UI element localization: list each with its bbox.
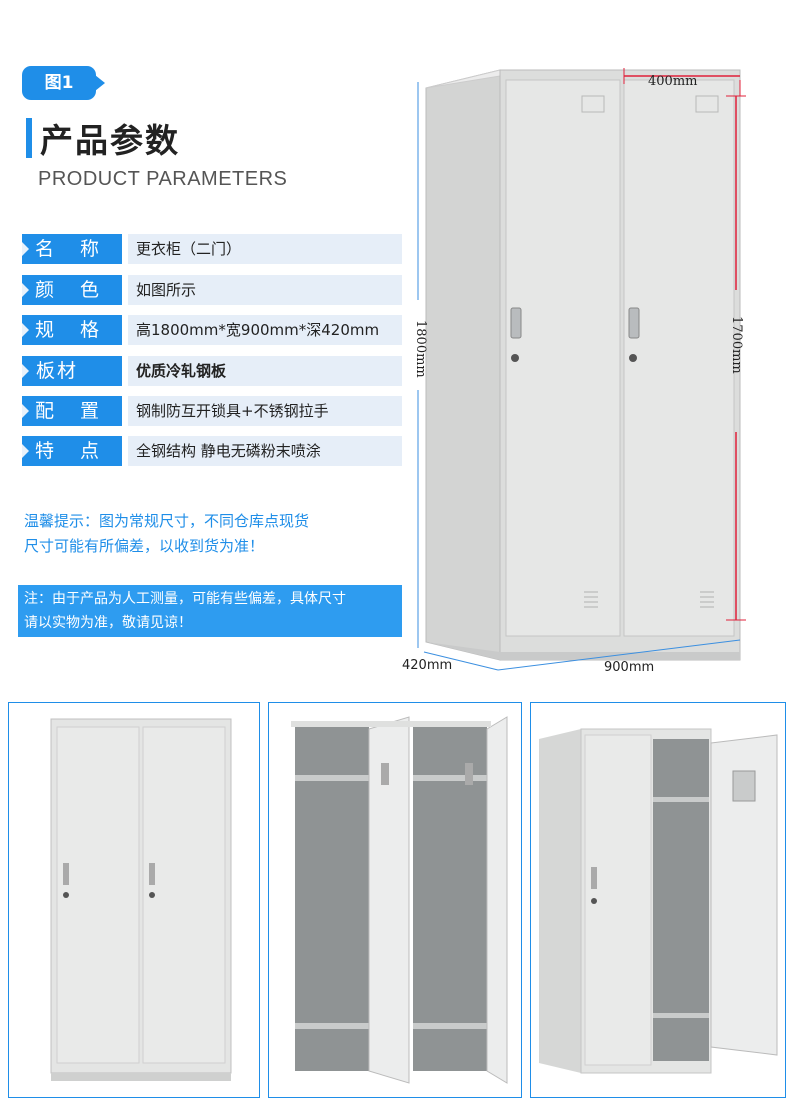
cabinet-half-open-image [539,728,778,1074]
spec-label: 颜 色 [22,275,122,305]
figure-label: 图1 [44,73,74,93]
spec-value: 高1800mm*宽900mm*深420mm [128,315,402,345]
spec-label: 名 称 [22,234,122,264]
note-line-1: 注：由于产品为人工测量，可能有些偏差，具体尺寸 [24,591,346,607]
top-vent-left [581,95,605,113]
left-lock [511,354,519,362]
spec-label: 配 置 [22,396,122,426]
spec-notch [22,364,29,378]
cabinet-open-image [291,716,508,1084]
figure-tag-arrow [95,75,105,91]
spec-notch [22,242,29,256]
right-lock [629,354,637,362]
dim-door-height: 1700mm [729,316,744,374]
right-handle [628,307,640,339]
spec-row-config: 配 置 钢制防互开锁具+不锈钢拉手 [22,396,402,426]
spec-notch [22,323,29,337]
spec-value: 全钢结构 静电无磷粉末喷涂 [128,436,402,466]
figure-tag: 图1 [22,66,105,100]
spec-row-feature: 特 点 全钢结构 静电无磷粉末喷涂 [22,436,402,466]
spec-row-size: 规 格 高1800mm*宽900mm*深420mm [22,315,402,345]
spec-notch [22,283,29,297]
cabinet-diagram [417,68,746,671]
spec-label: 特 点 [22,436,122,466]
spec-notch [22,404,29,418]
left-handle [510,307,522,339]
spec-value: 优质冷轧钢板 [128,356,402,386]
spec-label: 板材 [22,356,122,386]
dim-top: 400mm [648,74,698,89]
spec-value: 更衣柜（二门） [128,234,402,264]
note-box: 注：由于产品为人工测量，可能有些偏差，具体尺寸 请以实物为准，敬请见谅！ [18,585,402,637]
measure-line-depth [423,651,499,671]
spec-value: 钢制防互开锁具+不锈钢拉手 [128,396,402,426]
cabinet-side-panel [425,69,501,661]
tip-line-1: 温馨提示：图为常规尺寸，不同仓库点现货 [24,512,310,530]
title-accent-bar [26,118,32,158]
dim-width: 900mm [604,660,655,675]
note-line-2: 请以实物为准，敬请见谅！ [24,615,192,631]
dim-total-height: 1800mm [413,320,428,378]
spec-row-color: 颜 色 如图所示 [22,275,402,305]
right-door [623,79,735,637]
photo-closed [8,702,260,1098]
cabinet-base [426,642,740,660]
page-subtitle: PRODUCT PARAMETERS [38,168,288,190]
spec-notch [22,444,29,458]
photo-half-open [530,702,786,1098]
top-vent-right [695,95,719,113]
spec-label: 规 格 [22,315,122,345]
photo-open [268,702,522,1098]
spec-value: 如图所示 [128,275,402,305]
spec-row-material: 板材 优质冷轧钢板 [22,356,402,386]
left-door [505,79,621,637]
bottom-vents [584,591,714,608]
page-title: 产品参数 [40,121,180,160]
dim-depth: 420mm [402,658,453,673]
tip-line-2: 尺寸可能有所偏差，以收到货为准！ [24,537,265,555]
spec-row-name: 名 称 更衣柜（二门） [22,234,402,264]
cabinet-closed-image [50,718,232,1081]
measure-line-width [497,639,741,671]
